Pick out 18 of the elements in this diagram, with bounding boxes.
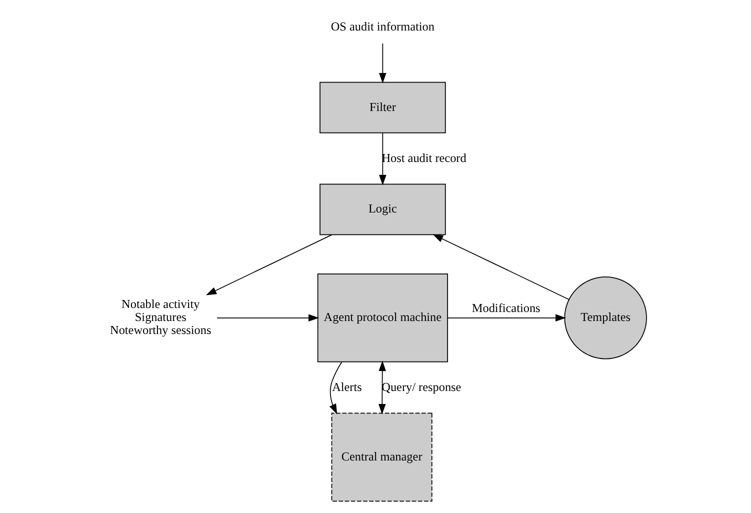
- arrow: [378, 360, 386, 414]
- node-box: Agent protocol machine: [317, 273, 448, 362]
- arrow: [329, 362, 342, 414]
- arrow: [447, 314, 566, 322]
- arrow: [206, 234, 332, 296]
- edge-label: Query/ response: [382, 380, 462, 394]
- node-circle: Templates: [564, 276, 647, 360]
- node-text: OS audit information: [330, 20, 434, 34]
- edge-label: Modifications: [472, 300, 540, 315]
- node-box: Filter: [320, 82, 446, 134]
- node-text: Notable activity Signatures Noteworthy sessions: [110, 297, 212, 338]
- arrow: [432, 234, 570, 300]
- node-box: Logic: [320, 184, 446, 236]
- node-box: Central manager: [331, 412, 432, 502]
- arrow: [216, 314, 319, 322]
- edge-label: Alerts: [332, 380, 362, 394]
- arrow: [379, 43, 386, 84]
- arrow: [379, 132, 386, 186]
